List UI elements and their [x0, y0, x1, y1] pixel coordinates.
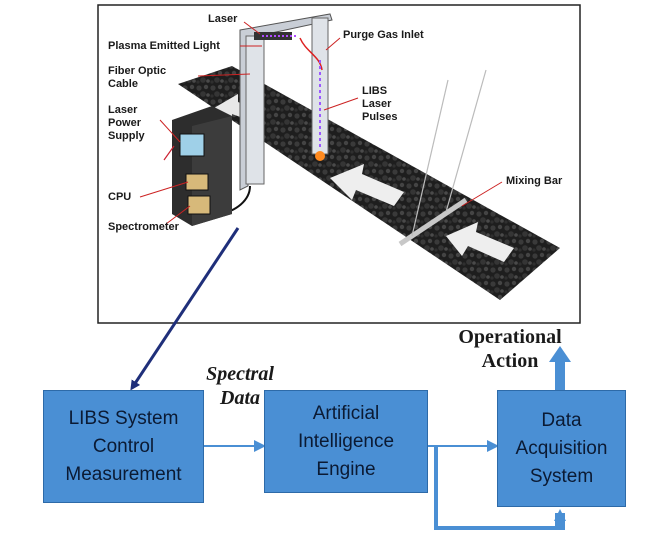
label-line: Mixing Bar	[506, 175, 563, 187]
flow-arrow-icon	[330, 164, 404, 206]
fiber-optic-cable	[299, 37, 323, 71]
label-plasma-emitted-light: Plasma Emitted Light	[108, 40, 220, 52]
label-line: Laser	[108, 104, 138, 116]
flow-arrow-icon	[446, 222, 514, 262]
label-line: Fiber Optic	[108, 65, 166, 77]
libs-system-label: LIBS System Control Measurement	[65, 407, 182, 485]
plasma-spot	[315, 151, 325, 161]
spectral-data-label: Spectral Data	[206, 363, 274, 409]
ai-engine-label: Artificial Intelligence Engine	[297, 402, 395, 480]
label-line: Spectrometer	[108, 221, 180, 233]
feedback-path	[434, 446, 556, 530]
label-line: Plasma Emitted Light	[108, 40, 220, 52]
ai-engine-block: Artificial Intelligence Engine	[264, 390, 428, 493]
label-line: Supply	[108, 130, 146, 142]
laser-head	[254, 32, 292, 40]
label-spectrometer: Spectrometer	[108, 221, 180, 233]
label-line: Pulses	[362, 111, 397, 123]
label-line: CPU	[108, 191, 131, 203]
label-line: Purge Gas Inlet	[343, 29, 424, 41]
label-mixing-bar: Mixing Bar	[506, 175, 563, 187]
label-line: Laser	[362, 98, 392, 110]
label-line: Power	[108, 117, 142, 129]
label-line: Laser	[208, 13, 238, 25]
arrow-to-libs	[130, 227, 240, 391]
cpu-unit	[185, 173, 209, 191]
spectrometer-unit	[187, 195, 211, 215]
data-acquisition-block: Data Acquisition System	[497, 390, 626, 507]
label-laser: Laser	[208, 13, 238, 25]
libs-system-block: LIBS System Control Measurement	[43, 390, 204, 503]
label-purge-gas-inlet: Purge Gas Inlet	[343, 29, 424, 41]
label-line: LIBS	[362, 85, 387, 97]
label-cpu: CPU	[108, 191, 131, 203]
operational-action-label: Operational Action	[458, 326, 562, 372]
monitor-screen	[179, 133, 205, 157]
data-acquisition-label: Data Acquisition System	[515, 409, 608, 487]
mixing-bar	[398, 197, 468, 247]
label-line: Cable	[108, 78, 138, 90]
